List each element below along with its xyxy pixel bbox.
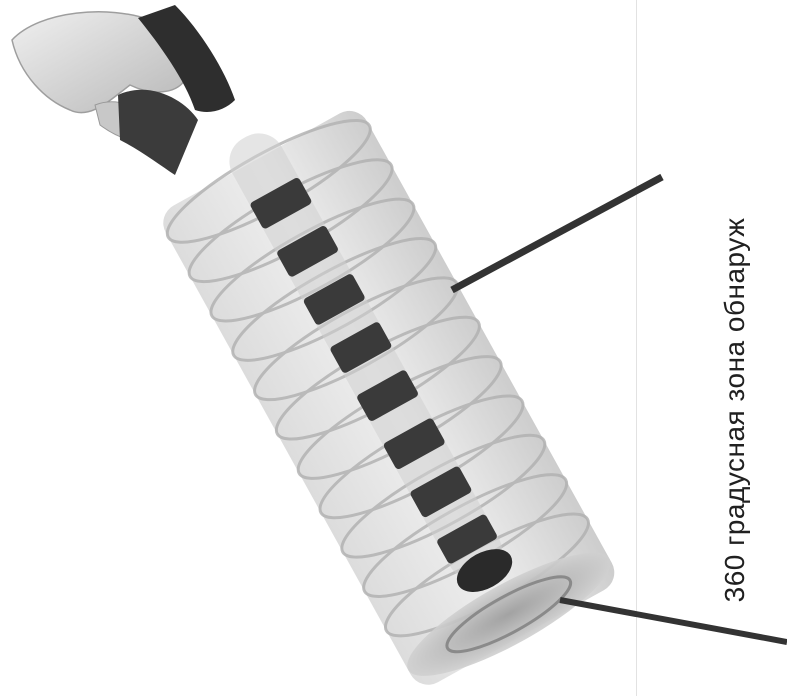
zone-caption: 360 градусная зона обнаруж [719,218,751,603]
leader-line-tip [560,600,787,642]
detection-zone-cylinder [144,82,624,696]
leader-line-zone [452,177,662,290]
